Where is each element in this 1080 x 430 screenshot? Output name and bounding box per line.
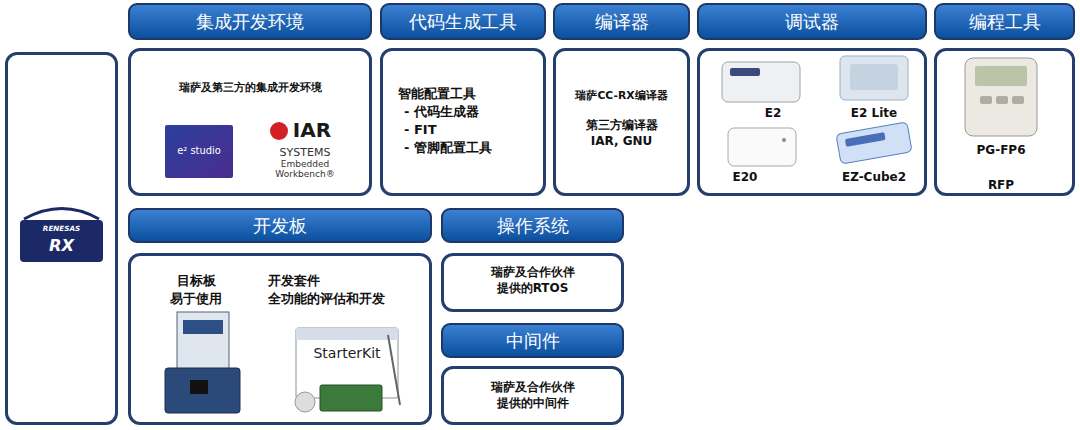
target-board-chip [190, 380, 208, 394]
header-text: 编程工具 [969, 10, 1041, 34]
logo-text: e² studio [165, 144, 233, 157]
category-header: 中间件 [441, 323, 624, 358]
device-label: Embedded Workbench® [273, 160, 337, 180]
logo-swoosh [24, 209, 99, 220]
e2-lite-board [850, 64, 898, 90]
e2-body [722, 62, 800, 102]
pg-fp6-button [1012, 96, 1024, 104]
header-text: 中间件 [506, 329, 560, 353]
device-label: IAR [293, 118, 331, 143]
category-group: 编译器瑞萨CC-RX编译器第三方编译器 IAR, GNU [553, 3, 690, 196]
ez-cube2-stripe [845, 132, 886, 147]
device-label: RFP [988, 178, 1014, 193]
e20-led [782, 138, 786, 142]
category-group: 集成开发环境瑞萨及第三方的集成开发环境 e² studio [128, 3, 372, 196]
device-label: E2 Lite [851, 106, 897, 121]
item-text: 瑞萨CC-RX编译器 [553, 89, 690, 104]
item-text: 瑞萨及第三方的集成开发环境 [128, 81, 372, 96]
category-group: 开发板目标板 易于使用 开发套件 全功能的评估和开发 [128, 208, 432, 425]
brand-panel: RENESAS RX [5, 52, 118, 425]
starter-kit [295, 328, 400, 412]
pg-fp6-button [996, 96, 1008, 104]
category-group: 操作系统瑞萨及合作伙伴 提供的RTOS [441, 208, 624, 312]
item-text: - 管脚配置工具 [404, 139, 492, 157]
item-text: 瑞萨及合作伙伴 提供的中间件 [477, 379, 589, 411]
category-header: 代码生成工具 [380, 3, 546, 40]
header-text: 集成开发环境 [196, 10, 304, 34]
device-label: SYSTEMS [280, 146, 331, 160]
device-label: E2 [765, 106, 782, 121]
e20-debugger [728, 128, 796, 166]
device-label: EZ-Cube2 [842, 170, 906, 185]
item-text: RENESAS [5, 224, 118, 234]
ez-cube2-debugger [836, 122, 912, 164]
target-board-pcb [165, 368, 240, 413]
starter-kit-cable [388, 335, 400, 405]
product-logo-box: e² studio [165, 125, 233, 178]
item-text: 智能配置工具 [398, 85, 476, 103]
item-text: - 代码生成器 [404, 103, 479, 121]
pg-fp6-button [980, 96, 992, 104]
header-text: 代码生成工具 [409, 10, 517, 34]
content-box [441, 366, 624, 425]
device-label: PG-FP6 [977, 143, 1026, 158]
iar-logo-mark [270, 122, 288, 140]
pg-fp6-programmer [965, 58, 1037, 136]
category-header: 调试器 [697, 3, 927, 40]
item-text: - FIT [404, 121, 437, 139]
device-label: StarterKit [313, 345, 380, 363]
pg-fp6-body [965, 58, 1037, 136]
category-header: 操作系统 [441, 208, 624, 243]
e2-lite-debugger [840, 56, 908, 100]
starter-kit-cd [295, 392, 315, 412]
header-text: 调试器 [785, 10, 839, 34]
category-header: 编程工具 [934, 3, 1075, 40]
item-text: RX [5, 236, 118, 255]
pg-fp6-screen [975, 66, 1027, 86]
e2-plate [730, 68, 760, 76]
header-text: 编译器 [595, 10, 649, 34]
target-board-card [177, 312, 229, 370]
ez-cube2-body [836, 122, 912, 164]
header-text: 操作系统 [497, 214, 569, 238]
item-text: 目标板 易于使用 [164, 272, 228, 307]
category-group: 代码生成工具智能配置工具- 代码生成器- FIT- 管脚配置工具 [380, 3, 546, 196]
header-text: 开发板 [253, 214, 307, 238]
content-box [934, 48, 1075, 196]
category-group: 中间件瑞萨及合作伙伴 提供的中间件 [441, 323, 624, 425]
category-group: 调试器 [697, 3, 927, 196]
starter-kit-board [320, 385, 382, 411]
category-group: 编程工具 [934, 3, 1075, 196]
e2-lite-body [840, 56, 908, 100]
category-header: 开发板 [128, 208, 432, 243]
e20-body [728, 128, 796, 166]
item-text: 瑞萨及合作伙伴 提供的RTOS [477, 264, 589, 296]
starter-kit-band [296, 328, 398, 340]
item-text: 第三方编译器 IAR, GNU [574, 117, 670, 149]
item-text: 开发套件 全功能的评估和开发 [268, 272, 402, 307]
e2-debugger [722, 62, 800, 102]
device-label: E20 [733, 170, 758, 185]
target-board-card-band [183, 320, 223, 334]
category-header: 集成开发环境 [128, 3, 372, 40]
target-board [165, 312, 240, 413]
category-header: 编译器 [553, 3, 690, 40]
